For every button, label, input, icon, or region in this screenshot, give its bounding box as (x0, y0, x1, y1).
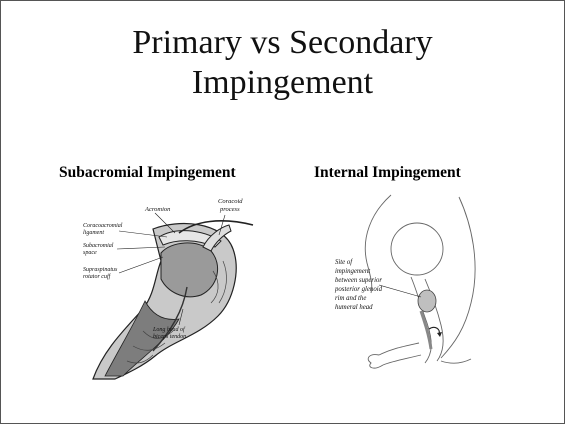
forearm (379, 343, 421, 365)
label-subacromial-1: Subacromial (83, 243, 114, 249)
humeral-head (161, 243, 218, 297)
caption-line-1: Site of (335, 259, 353, 266)
hand-outline (368, 355, 383, 368)
label-supraspinatus-1: Supraspinatus (83, 267, 118, 273)
internal-heading: Internal Impingement (314, 164, 461, 182)
shoulder-anatomy-illustration: Acromion Coracoid process Coracoacromial… (83, 191, 263, 381)
slide-title-line-1: Primary vs Secondary (41, 23, 524, 63)
label-coracoacromial-2: ligament (83, 230, 104, 236)
caption-line-2: impingement (335, 268, 371, 275)
head-outline (391, 223, 443, 275)
caption-line-3: between superior (335, 277, 382, 284)
humeral-head (418, 290, 436, 312)
slide-title-line-2: Impingement (41, 63, 524, 103)
caption-line-5: rim and the (335, 295, 366, 302)
internal-impingement-illustration: Site of impingement between superior pos… (321, 193, 489, 375)
label-biceps-2: biceps tendon (153, 334, 186, 340)
label-subacromial-2: space (83, 250, 97, 256)
caption-line-6: humeral head (335, 304, 373, 311)
label-coracoacromial-1: Coracoacromial (83, 223, 123, 229)
label-coracoid-2: process (219, 206, 240, 213)
internal-caption: Site of impingement between superior pos… (334, 259, 384, 311)
slide-title: Primary vs Secondary Impingement (41, 23, 524, 103)
label-coracoid-1: Coracoid (218, 198, 243, 205)
subacromial-heading: Subacromial Impingement (59, 164, 236, 182)
label-acromion: Acromion (144, 206, 170, 213)
caption-line-4: posterior glenoid (334, 286, 383, 293)
label-biceps-1: Long head of (152, 326, 186, 333)
label-supraspinatus-2: rotator cuff (83, 273, 112, 280)
